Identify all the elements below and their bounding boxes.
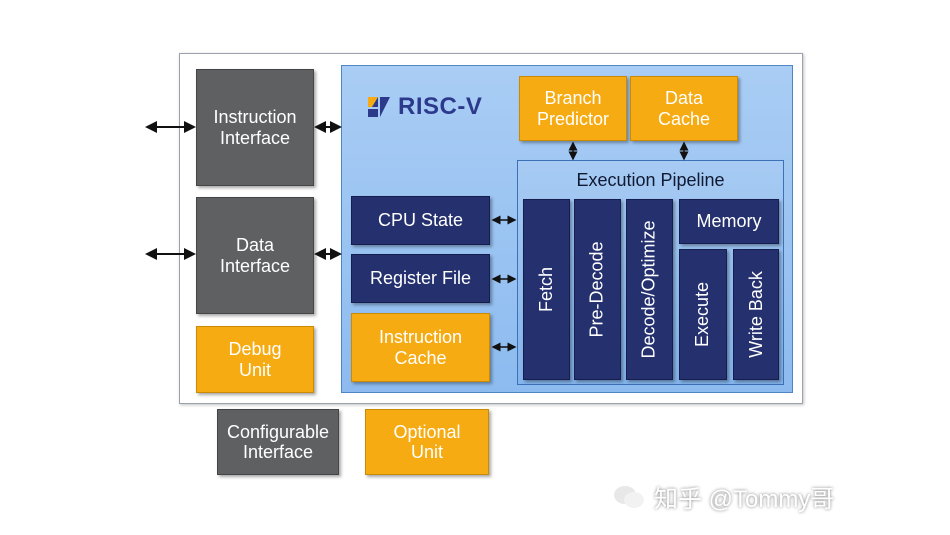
- stage-memory: Memory: [679, 199, 779, 244]
- stage-decode-optimize: Decode/Optimize: [626, 199, 673, 380]
- debug-unit: Debug Unit: [196, 326, 314, 393]
- risc-v-logo-icon: [368, 97, 390, 117]
- stage-write-back: Write Back: [733, 249, 779, 380]
- stage-pre-decode: Pre-Decode: [574, 199, 621, 380]
- legend-optional-unit: Optional Unit: [365, 409, 489, 475]
- wechat-icon: [614, 485, 644, 508]
- legend-configurable-interface: Configurable Interface: [217, 409, 339, 475]
- stage-execute: Execute: [679, 249, 727, 380]
- branch-predictor: Branch Predictor: [519, 76, 627, 141]
- register-file: Register File: [351, 254, 490, 303]
- risc-v-logo: RISC-V: [366, 93, 483, 120]
- pipeline-title: Execution Pipeline: [576, 170, 725, 190]
- data-interface: Data Interface: [196, 197, 314, 314]
- watermark: 知乎 @Tommy哥: [612, 479, 834, 514]
- logo-text: RISC-V: [398, 93, 483, 120]
- cpu-state: CPU State: [351, 196, 490, 245]
- instruction-cache: Instruction Cache: [351, 313, 490, 382]
- data-cache: Data Cache: [630, 76, 738, 141]
- watermark-text: 知乎 @Tommy哥: [654, 486, 835, 513]
- stage-fetch: Fetch: [523, 199, 570, 380]
- instruction-interface: Instruction Interface: [196, 69, 314, 186]
